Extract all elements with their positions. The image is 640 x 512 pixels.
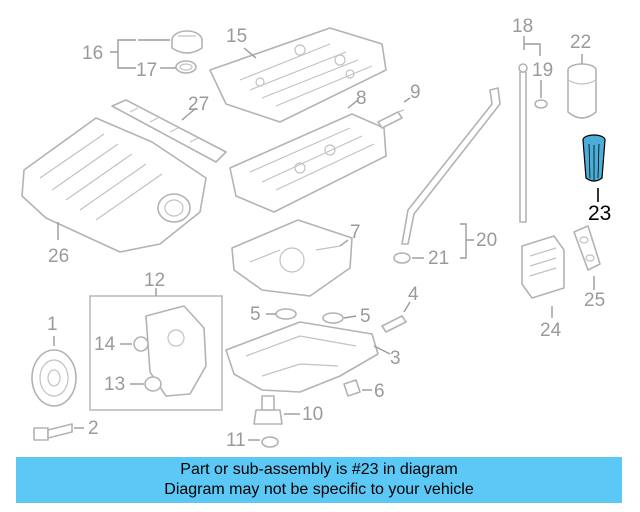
label-19: 19 [532,60,553,81]
banner-line-1: Part or sub-assembly is #23 in diagram [180,461,458,478]
label-9: 9 [410,82,421,103]
label-20: 20 [476,230,497,251]
oil-level-sensor [253,395,283,425]
label-3: 3 [390,348,401,369]
label-5b: 5 [360,306,371,327]
leader-16 [110,39,136,69]
leader-27 [181,107,197,121]
label-8: 8 [356,88,367,109]
leader-15 [243,47,257,59]
label-4: 4 [408,284,419,305]
label-11: 11 [226,430,246,451]
leader-8 [347,99,359,109]
timing-case-cover [145,305,207,397]
label-2: 2 [88,418,99,439]
dipstick [518,63,528,223]
label-13: 13 [104,374,125,395]
oil-cooler [521,235,565,299]
oil-filter-housing [567,63,597,119]
pulley-bolt [33,423,73,441]
engine-front-cover [231,219,353,297]
label-5a: 5 [250,304,261,325]
leader-4 [403,301,411,313]
leader-7 [339,239,349,247]
banner-line-2: Diagram may not be specific to your vehi… [164,481,474,498]
label-22: 22 [570,32,591,53]
leader-3 [373,345,391,355]
crankshaft-pulley [31,349,77,407]
label-24: 24 [540,320,562,341]
valve-cover [209,27,387,123]
seal-5-right [322,312,344,324]
leader-9 [403,97,411,103]
label-18: 18 [512,16,533,37]
label-12: 12 [144,270,165,291]
label-15: 15 [226,26,247,47]
label-21: 21 [428,248,449,269]
seal-13 [144,376,162,392]
seal-11 [261,436,279,448]
label-26: 26 [48,246,69,267]
label-27: 27 [188,94,209,115]
oil-cooler-gasket [573,225,601,271]
label-16: 16 [82,43,103,64]
label-17: 17 [136,60,157,81]
leader-5b [343,315,357,319]
drain-plug [343,379,361,397]
oil-filler-cap [171,30,203,54]
plug-14 [133,336,149,352]
seal-5-left [275,308,297,320]
label-7: 7 [350,222,361,243]
info-banner: Part or sub-assembly is #23 in diagram D… [16,457,622,503]
guide-tube-seal [393,252,411,264]
oil-pan [225,321,379,393]
part-4 [381,315,407,333]
label-23: 23 [588,202,611,225]
intake-manifold-gasket [111,99,227,163]
label-1: 1 [47,314,58,335]
filler-cap-seal [175,60,197,74]
leader-18 [523,36,541,56]
leader-20 [460,223,474,259]
dipstick-seal [534,99,548,109]
oil-filter-element-highlighted [582,134,606,182]
label-6: 6 [374,381,385,402]
label-25: 25 [584,290,605,311]
dipstick-guide-tube [401,87,501,245]
label-10: 10 [302,404,323,425]
cylinder-head [229,113,387,213]
label-14: 14 [94,334,116,355]
intake-manifold [21,117,207,253]
sensor-part-9 [377,109,405,129]
